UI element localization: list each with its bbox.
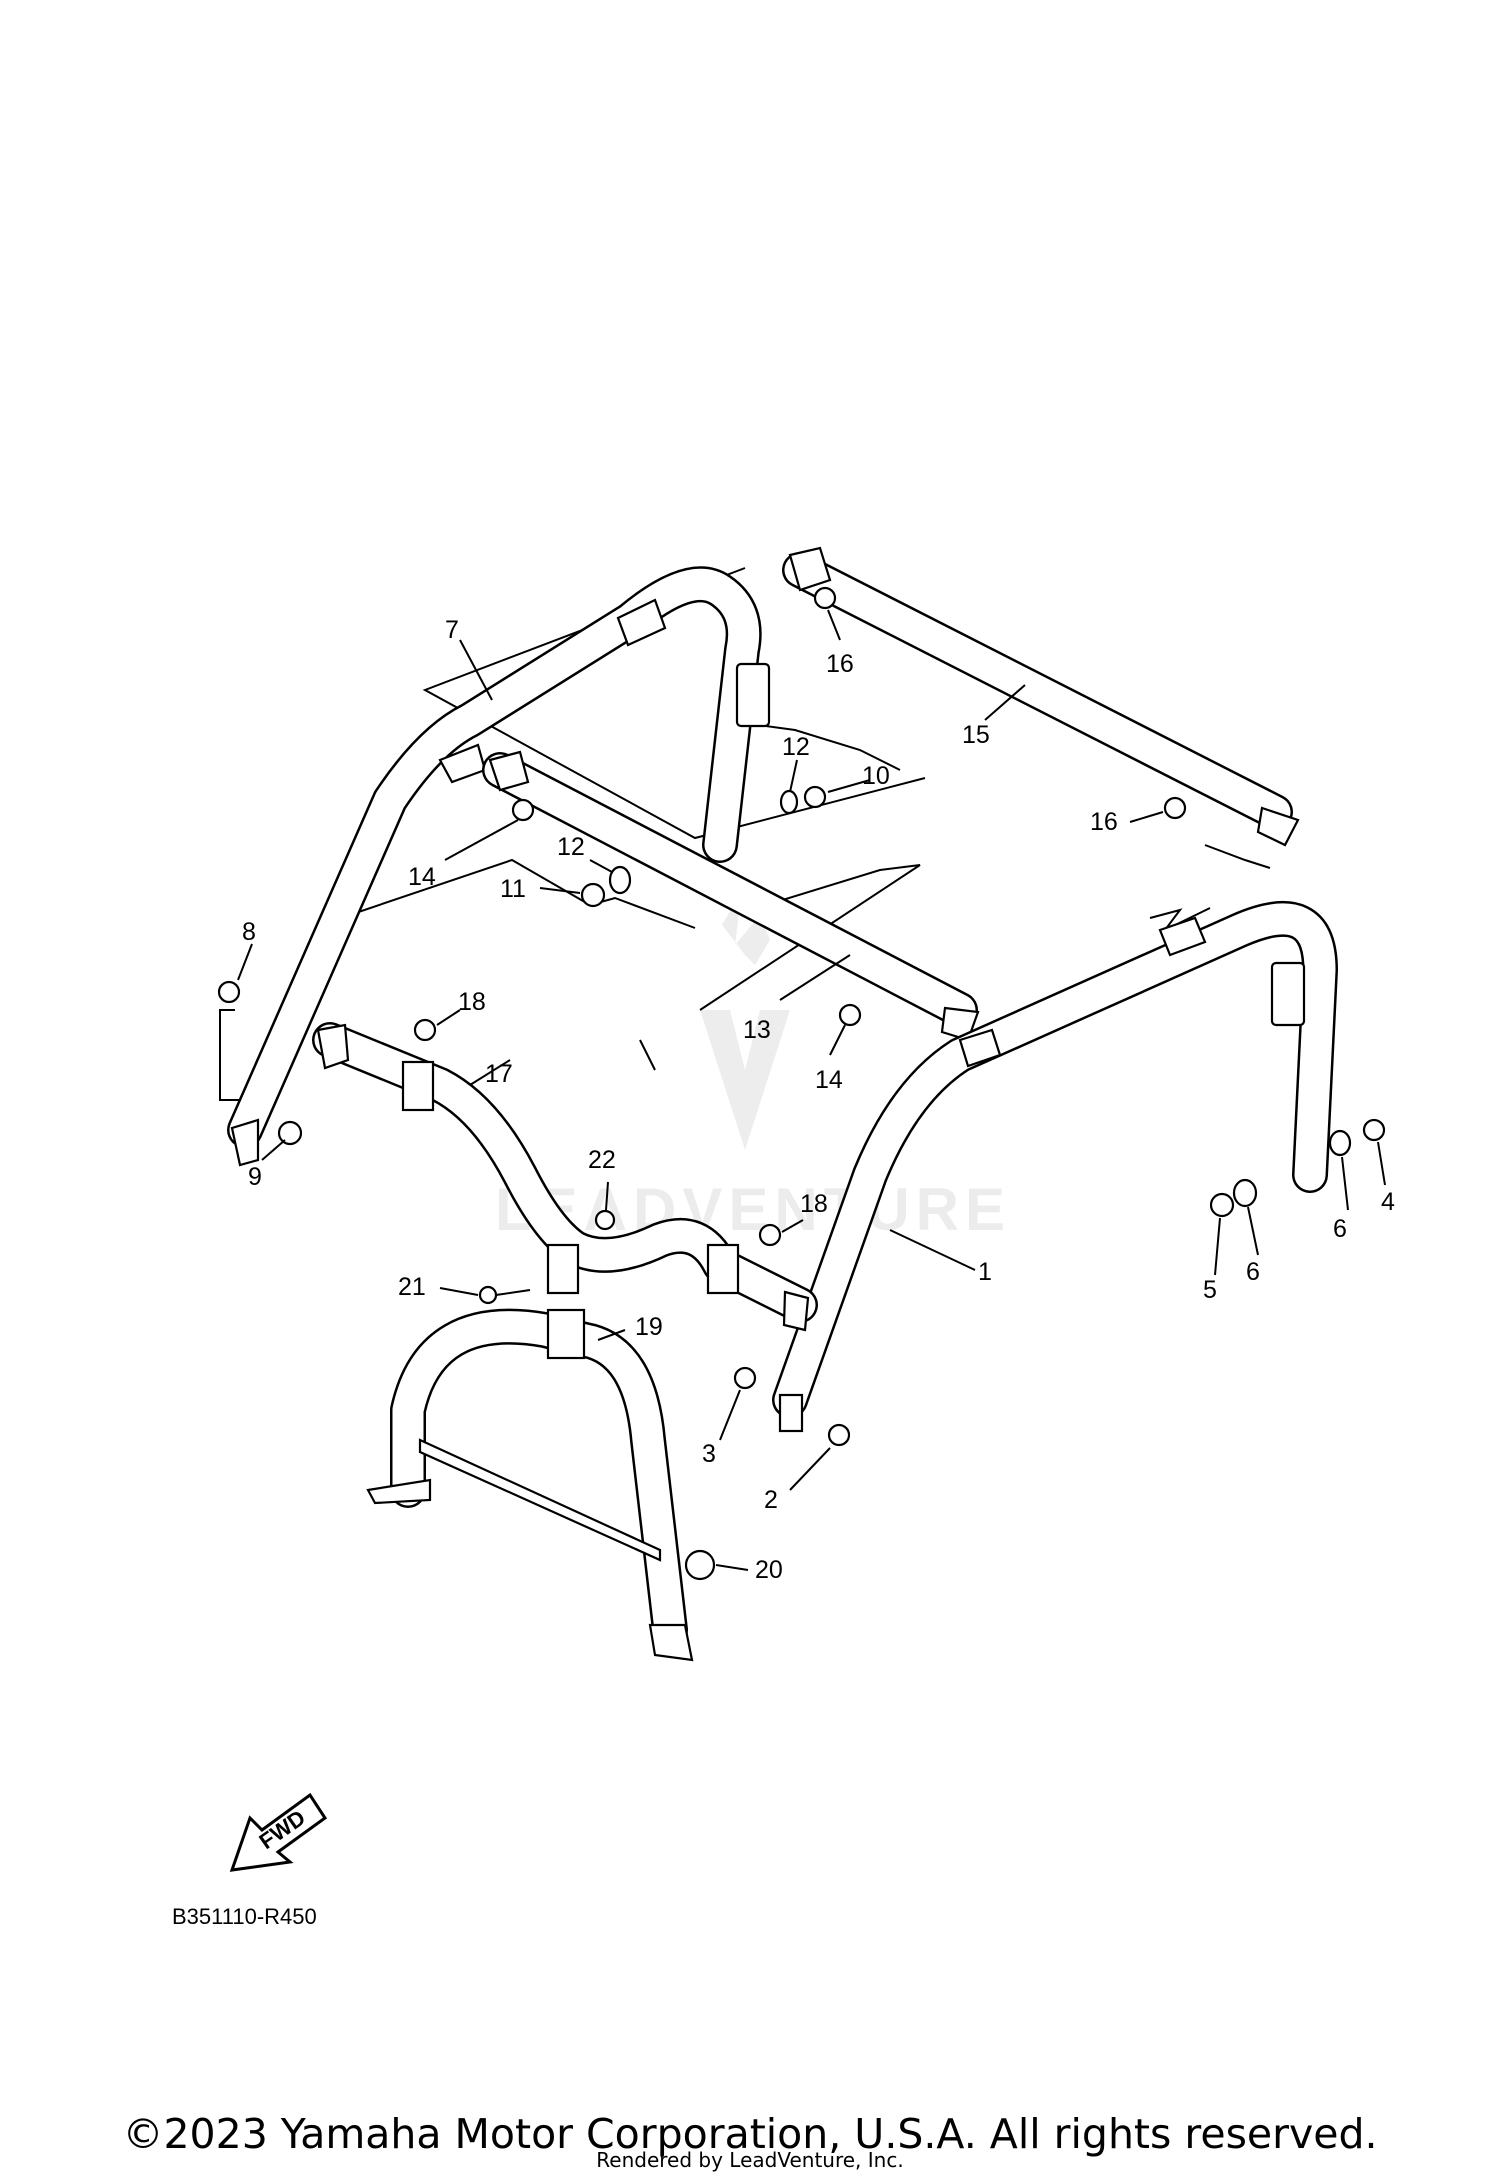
bolt-21 bbox=[478, 1285, 498, 1305]
leader-lines bbox=[237, 609, 1386, 1571]
callout-15: 15 bbox=[962, 721, 990, 749]
lower-crossbar-bracket-2 bbox=[546, 1243, 580, 1295]
upper-crossbar-part-15 bbox=[782, 546, 1300, 847]
nut-9 bbox=[277, 1120, 303, 1146]
callout-6a: 6 bbox=[1333, 1215, 1347, 1243]
rear-hoop-bracket bbox=[1270, 961, 1306, 1027]
washer-12a bbox=[779, 789, 799, 815]
lower-crossbar-bracket-1 bbox=[401, 1060, 435, 1112]
fasteners bbox=[217, 586, 1386, 1581]
callout-10: 10 bbox=[862, 762, 890, 790]
callout-11: 11 bbox=[500, 875, 526, 903]
bolt-14b bbox=[838, 1003, 862, 1027]
bolt-16b bbox=[1163, 796, 1187, 820]
callout-7: 7 bbox=[445, 616, 459, 644]
callout-17: 17 bbox=[485, 1060, 513, 1088]
callout-19: 19 bbox=[635, 1313, 663, 1341]
callout-9: 9 bbox=[248, 1163, 262, 1191]
lower-crossbar-end-left bbox=[316, 1023, 350, 1070]
callout-14a: 14 bbox=[408, 863, 436, 891]
lower-crossbar-end-right bbox=[782, 1290, 810, 1332]
callout-12b: 12 bbox=[557, 833, 585, 861]
washer-6a bbox=[1328, 1129, 1352, 1157]
mid-crossbar-part-13 bbox=[482, 750, 980, 1042]
callout-3: 3 bbox=[702, 1440, 716, 1468]
lower-crossbar-part-17 bbox=[312, 1022, 818, 1332]
rear-hoop-clamp-top bbox=[1158, 916, 1207, 957]
front-hoop-clamp-top bbox=[616, 598, 667, 647]
collar-22 bbox=[594, 1209, 616, 1231]
bolt-18a bbox=[413, 1018, 437, 1042]
callout-18a: 18 bbox=[458, 988, 486, 1016]
washer-6b bbox=[1232, 1178, 1258, 1208]
callout-6b: 6 bbox=[1246, 1258, 1260, 1286]
callout-18b: 18 bbox=[800, 1190, 828, 1218]
callout-22: 22 bbox=[588, 1146, 616, 1174]
bolt-10 bbox=[803, 785, 827, 809]
bolt-4 bbox=[1362, 1118, 1386, 1142]
bolt-20 bbox=[684, 1549, 716, 1581]
bolt-16a bbox=[813, 586, 837, 610]
front-hoop-foot bbox=[230, 1118, 260, 1167]
support-crossmember bbox=[418, 1438, 662, 1562]
support-top-bracket bbox=[546, 1308, 586, 1360]
rear-hoop-foot bbox=[778, 1393, 804, 1433]
callout-12a: 12 bbox=[782, 733, 810, 761]
callout-21: 21 bbox=[398, 1273, 426, 1301]
crossbar-13-end-left bbox=[488, 750, 530, 792]
bolt-8 bbox=[217, 980, 241, 1004]
washer-3 bbox=[733, 1366, 757, 1390]
crossbar-15-end-right bbox=[1256, 806, 1300, 847]
rear-hoop-clamp-left bbox=[958, 1028, 1002, 1068]
fwd-arrow-icon: FWD bbox=[229, 1792, 328, 1872]
front-hoop-bracket bbox=[735, 662, 771, 728]
callouts: 1 2 3 4 5 6 6 7 8 9 10 11 12 12 13 14 14… bbox=[242, 616, 1395, 1584]
rear-hoop-part-1 bbox=[772, 900, 1338, 1433]
bolt-18b bbox=[758, 1223, 782, 1247]
washer-12b bbox=[608, 865, 632, 895]
bolt-2 bbox=[827, 1423, 851, 1447]
diagram-code: B351110-R450 bbox=[172, 1904, 317, 1929]
callout-2: 2 bbox=[764, 1486, 778, 1514]
crossbar-15-end-left bbox=[788, 546, 832, 592]
bolt-14a bbox=[511, 798, 535, 822]
callout-14b: 14 bbox=[815, 1066, 843, 1094]
callout-8: 8 bbox=[242, 918, 256, 946]
callout-20: 20 bbox=[755, 1556, 783, 1584]
lower-support-part-19 bbox=[366, 1308, 694, 1662]
callout-16a: 16 bbox=[826, 650, 854, 678]
support-foot-left bbox=[366, 1478, 432, 1505]
callout-5: 5 bbox=[1203, 1276, 1217, 1304]
rendered-by-credit: Rendered by LeadVenture, Inc. bbox=[596, 2148, 904, 2172]
callout-16b: 16 bbox=[1090, 808, 1118, 836]
nut-11 bbox=[580, 882, 606, 908]
callout-13: 13 bbox=[743, 1016, 771, 1044]
front-hoop-part-7 bbox=[227, 566, 771, 1167]
copyright-notice: ©2023 Yamaha Motor Corporation, U.S.A. A… bbox=[122, 2110, 1378, 2158]
nut-5 bbox=[1209, 1192, 1235, 1218]
callout-4: 4 bbox=[1381, 1188, 1395, 1216]
support-foot-right bbox=[648, 1623, 694, 1662]
lower-crossbar-bracket-3 bbox=[706, 1243, 740, 1295]
callout-1: 1 bbox=[978, 1258, 992, 1286]
